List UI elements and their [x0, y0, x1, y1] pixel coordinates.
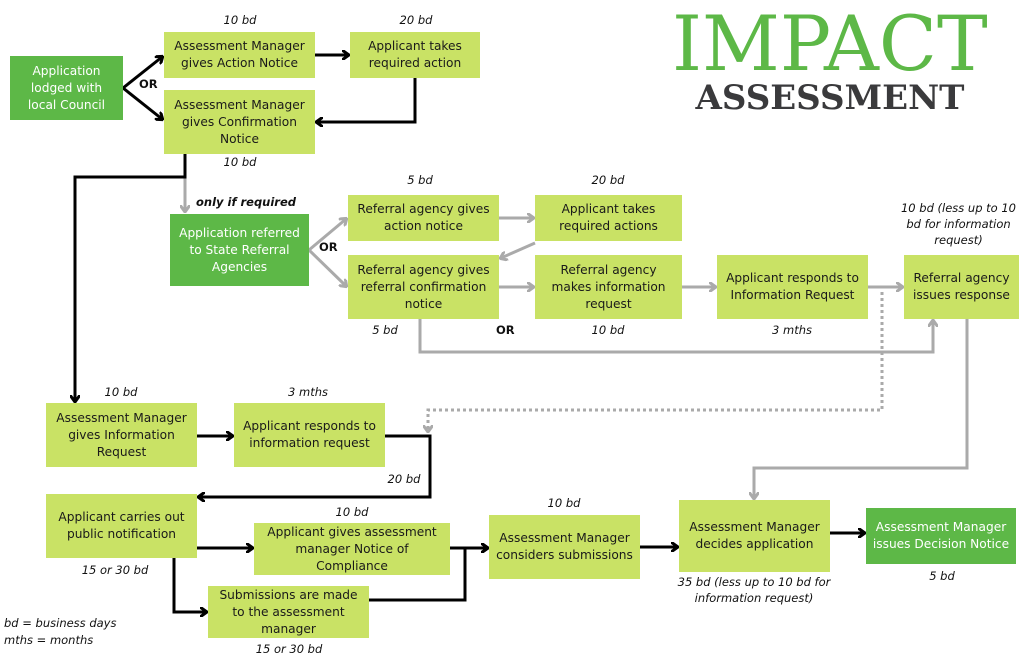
box-applicant-responds-ra: Applicant responds to Information Reques… [717, 255, 868, 319]
time-label: 20 bd [387, 472, 421, 486]
or-label: OR [319, 240, 338, 254]
box-ra-issues-response: Referral agency issues response [904, 255, 1019, 319]
time-label: 20 bd [399, 13, 433, 27]
arrow-notification-to-submissions [172, 558, 206, 612]
arrow-or-confirmation [122, 86, 162, 119]
box-decision-notice: Assessment Manager issues Decision Notic… [866, 508, 1016, 564]
arrow-confirmation-to-response [418, 319, 933, 354]
box-public-notification: Applicant carries out public notificatio… [46, 494, 197, 558]
box-am-confirmation-notice: Assessment Manager gives Confirmation No… [164, 90, 315, 154]
legend-mths: mths = months [4, 633, 94, 647]
or-label: OR [496, 323, 515, 337]
box-application-lodged: Application lodged with local Council [10, 56, 123, 120]
time-label: 10 bd (less up to 10 bd for information … [900, 201, 1017, 247]
time-label: 5 bd [407, 173, 433, 187]
box-ra-info-request: Referral agency makes information reques… [535, 255, 682, 319]
box-ra-confirmation-notice: Referral agency gives referral confirmat… [348, 255, 499, 319]
box-am-considers: Assessment Manager considers submissions [489, 515, 640, 579]
arrow-applicant-to-ra-confirmation [501, 241, 536, 258]
time-label: 5 bd [929, 569, 955, 583]
time-label: 10 bd [335, 505, 369, 519]
time-label: 10 bd [223, 13, 257, 27]
time-label: 10 bd [547, 496, 581, 510]
box-referred-state-agencies: Application referred to State Referral A… [170, 214, 309, 286]
arrow-respond-to-notification [199, 434, 432, 497]
arrow-response-to-decides [754, 319, 969, 498]
time-label: 5 bd [372, 323, 398, 337]
time-label: 15 or 30 bd [81, 563, 149, 577]
box-am-decides: Assessment Manager decides application [679, 500, 830, 572]
only-if-required-label: only if required [196, 195, 297, 209]
arrow-applicant-to-confirmation [317, 78, 417, 122]
time-label: 35 bd (less up to 10 bd for information … [677, 575, 831, 605]
arrow-dotted-info-link [428, 292, 884, 431]
title-assessment: ASSESSMENT [695, 78, 965, 118]
box-applicant-takes-action: Applicant takes required action [350, 32, 480, 78]
time-label: 10 bd [104, 385, 138, 399]
legend-bd: bd = business days [4, 616, 117, 630]
or-label: OR [139, 77, 158, 91]
box-am-info-request: Assessment Manager gives Information Req… [46, 403, 197, 467]
box-notice-of-compliance: Applicant gives assessment manager Notic… [254, 523, 450, 575]
box-applicant-responds-am: Applicant responds to information reques… [234, 403, 385, 467]
box-applicant-takes-actions: Applicant takes required actions [535, 195, 682, 241]
time-label: 20 bd [591, 173, 625, 187]
title-impact: IMPACT [672, 0, 988, 88]
box-submissions: Submissions are made to the assessment m… [208, 586, 369, 638]
time-label: 3 mths [772, 323, 812, 337]
arrow-confirmation-to-am-info [75, 154, 187, 401]
arrow-or-ra-confirmation [307, 248, 346, 286]
box-ra-action-notice: Referral agency gives action notice [348, 195, 499, 241]
time-label: 15 or 30 bd [255, 642, 323, 656]
box-am-action-notice: Assessment Manager gives Action Notice [164, 32, 315, 78]
time-label: 3 mths [288, 385, 328, 399]
arrow-or-ra-action [308, 219, 346, 252]
time-label: 10 bd [591, 323, 625, 337]
arrow-or-action-notice [122, 57, 162, 90]
time-label: 10 bd [223, 155, 257, 169]
